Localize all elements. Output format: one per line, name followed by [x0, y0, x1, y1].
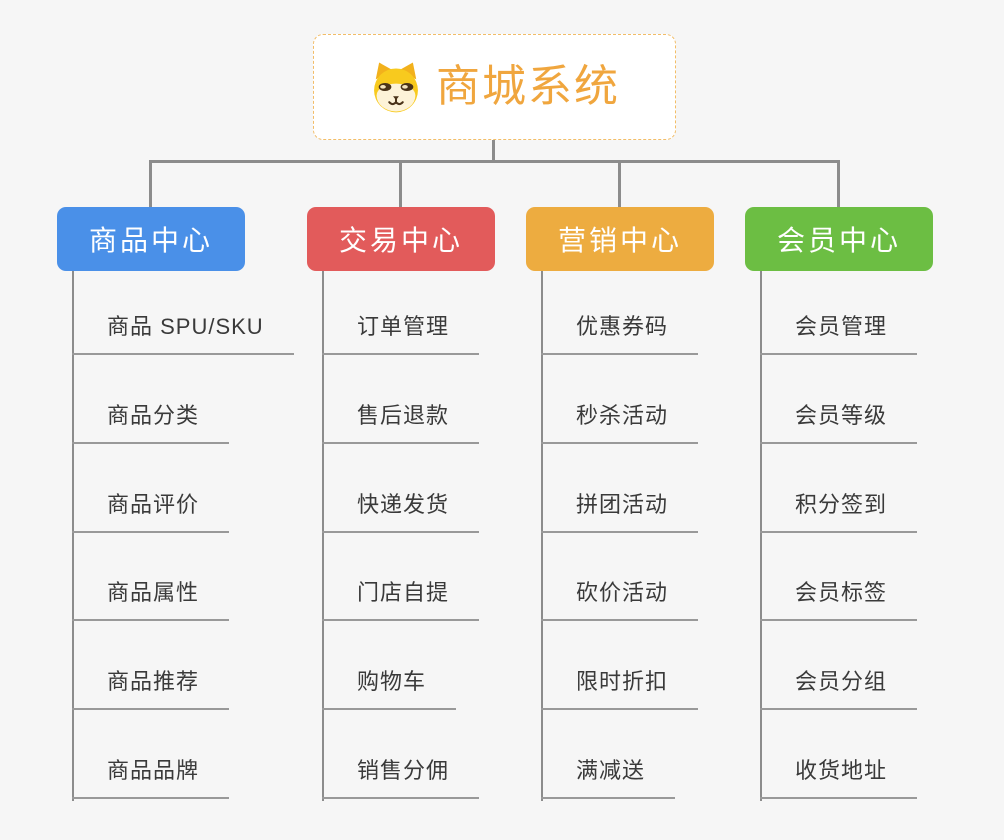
child-node[interactable]: 快递发货: [322, 489, 480, 533]
connector-drop-branch-1: [149, 162, 152, 207]
child-node[interactable]: 会员标签: [760, 577, 918, 621]
child-node[interactable]: 秒杀活动: [541, 400, 699, 444]
connector-drop-branch-4: [837, 162, 840, 207]
branch-label: 营销中心: [557, 225, 682, 256]
branch-label: 商品中心: [88, 225, 213, 256]
connector-drop-branch-2: [399, 162, 402, 207]
child-node[interactable]: 商品推荐: [72, 666, 230, 710]
branch-column-trade: 交易中心 订单管理 售后退款 快递发货 门店自提 购物车 销售分佣: [307, 207, 547, 807]
branch-connector-line: [760, 271, 762, 801]
child-node[interactable]: 会员管理: [760, 311, 918, 355]
child-node[interactable]: 商品分类: [72, 400, 230, 444]
child-node[interactable]: 订单管理: [322, 311, 480, 355]
child-node[interactable]: 商品 SPU/SKU: [72, 311, 294, 355]
branch-label: 会员中心: [776, 225, 901, 256]
child-node[interactable]: 砍价活动: [541, 577, 699, 621]
child-node[interactable]: 销售分佣: [322, 755, 480, 799]
branch-column-member: 会员中心 会员管理 会员等级 积分签到 会员标签 会员分组 收货地址: [745, 207, 985, 807]
child-node[interactable]: 收货地址: [760, 755, 918, 799]
child-node[interactable]: 会员分组: [760, 666, 918, 710]
root-label: 商城系统: [436, 62, 620, 111]
child-node[interactable]: 商品品牌: [72, 755, 230, 799]
child-node[interactable]: 商品评价: [72, 489, 230, 533]
branch-label: 交易中心: [338, 225, 463, 256]
branch-node-product[interactable]: 商品中心: [57, 207, 245, 271]
child-node[interactable]: 优惠券码: [541, 311, 699, 355]
child-node[interactable]: 商品属性: [72, 577, 230, 621]
connector-root-stub: [492, 140, 495, 162]
branch-connector-line: [541, 271, 543, 801]
child-node[interactable]: 满减送: [541, 755, 676, 799]
branch-connector-line: [72, 271, 74, 801]
branch-node-member[interactable]: 会员中心: [745, 207, 933, 271]
child-node[interactable]: 门店自提: [322, 577, 480, 621]
child-node[interactable]: 会员等级: [760, 400, 918, 444]
child-node[interactable]: 拼团活动: [541, 489, 699, 533]
branch-node-trade[interactable]: 交易中心: [307, 207, 495, 271]
child-node[interactable]: 限时折扣: [541, 666, 699, 710]
child-node[interactable]: 售后退款: [322, 400, 480, 444]
branch-column-product: 商品中心 商品 SPU/SKU 商品分类 商品评价 商品属性 商品推荐 商品品牌: [57, 207, 297, 807]
connector-drop-branch-3: [618, 162, 621, 207]
branch-column-marketing: 营销中心 优惠券码 秒杀活动 拼团活动 砍价活动 限时折扣 满减送: [526, 207, 766, 807]
branch-connector-line: [322, 271, 324, 801]
child-node[interactable]: 积分签到: [760, 489, 918, 533]
child-node[interactable]: 购物车: [322, 666, 457, 710]
shiba-dog-icon: [369, 60, 423, 114]
root-node[interactable]: 商城系统: [313, 34, 676, 140]
branch-node-marketing[interactable]: 营销中心: [526, 207, 714, 271]
connector-horizontal-bar: [149, 160, 840, 163]
